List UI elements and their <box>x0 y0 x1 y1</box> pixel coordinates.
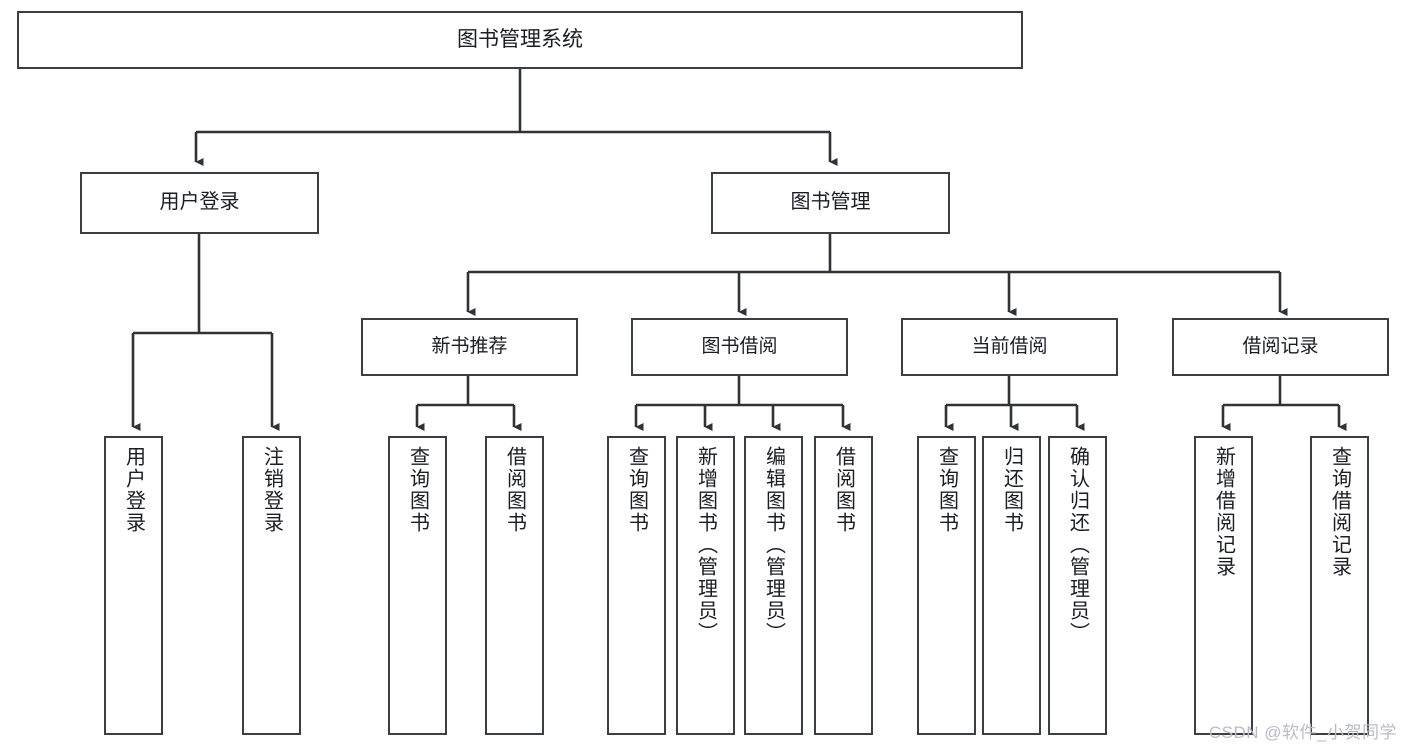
node-leaf-query-record-label: 查询借阅记录 <box>1328 446 1351 578</box>
node-leaf-borrow-book-2-label: 借阅图书 <box>832 446 855 534</box>
node-leaf-add-book-label: 新增图书（管理员） <box>694 446 717 644</box>
node-user-login[interactable]: 用户登录 <box>80 172 319 234</box>
node-leaf-query-book-2[interactable]: 查询图书 <box>607 436 666 735</box>
node-leaf-return-book-label: 归还图书 <box>1000 446 1023 534</box>
node-new-book-rec-label: 新书推荐 <box>431 335 508 357</box>
node-leaf-query-book-1-label: 查询图书 <box>406 446 429 534</box>
node-book-borrow-label: 图书借阅 <box>701 335 778 357</box>
node-leaf-query-book-2-label: 查询图书 <box>625 446 648 534</box>
node-leaf-add-book[interactable]: 新增图书（管理员） <box>676 436 735 735</box>
node-book-manage[interactable]: 图书管理 <box>711 172 950 234</box>
node-leaf-edit-book-label: 编辑图书（管理员） <box>762 446 785 644</box>
node-root[interactable]: 图书管理系统 <box>17 11 1023 69</box>
node-leaf-user-logout[interactable]: 注销登录 <box>242 436 301 735</box>
node-leaf-borrow-book-1-label: 借阅图书 <box>503 446 526 534</box>
node-leaf-query-record[interactable]: 查询借阅记录 <box>1310 436 1369 735</box>
node-current-borrow-label: 当前借阅 <box>971 335 1048 357</box>
node-leaf-user-login-label: 用户登录 <box>122 446 145 534</box>
node-leaf-user-login[interactable]: 用户登录 <box>104 436 163 735</box>
node-book-manage-label: 图书管理 <box>790 191 871 214</box>
node-borrow-record-label: 借阅记录 <box>1242 335 1319 357</box>
node-user-login-label: 用户登录 <box>159 191 240 214</box>
node-borrow-record[interactable]: 借阅记录 <box>1172 318 1389 376</box>
node-leaf-edit-book[interactable]: 编辑图书（管理员） <box>744 436 803 735</box>
node-leaf-return-book[interactable]: 归还图书 <box>982 436 1041 735</box>
node-leaf-add-record[interactable]: 新增借阅记录 <box>1194 436 1253 735</box>
watermark: CSDN @软件_小贺同学 <box>1208 723 1397 742</box>
node-leaf-add-record-label: 新增借阅记录 <box>1212 446 1235 578</box>
node-leaf-query-book-1[interactable]: 查询图书 <box>388 436 447 735</box>
node-leaf-query-book-3-label: 查询图书 <box>935 446 958 534</box>
node-book-borrow[interactable]: 图书借阅 <box>631 318 848 376</box>
node-leaf-query-book-3[interactable]: 查询图书 <box>917 436 976 735</box>
node-root-label: 图书管理系统 <box>457 27 583 51</box>
node-current-borrow[interactable]: 当前借阅 <box>901 318 1118 376</box>
node-leaf-user-logout-label: 注销登录 <box>260 446 283 534</box>
node-leaf-confirm-return[interactable]: 确认归还（管理员） <box>1048 436 1107 735</box>
node-leaf-borrow-book-1[interactable]: 借阅图书 <box>485 436 544 735</box>
node-new-book-rec[interactable]: 新书推荐 <box>361 318 578 376</box>
node-leaf-confirm-return-label: 确认归还（管理员） <box>1066 446 1089 644</box>
node-leaf-borrow-book-2[interactable]: 借阅图书 <box>814 436 873 735</box>
